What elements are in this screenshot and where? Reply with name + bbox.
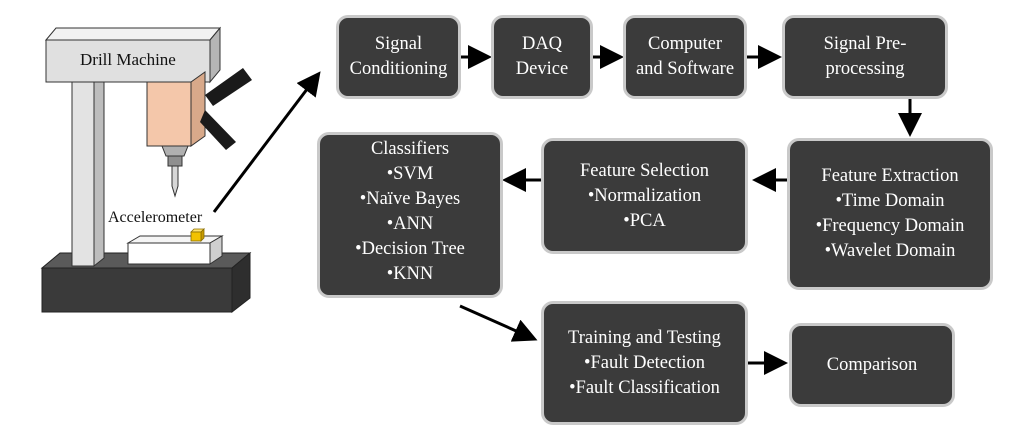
spindle-housing bbox=[146, 71, 206, 147]
signal-preprocessing-box: Signal Pre-processing bbox=[782, 15, 948, 99]
daq-device-title: DAQ bbox=[521, 34, 563, 54]
classifiers-item: •SVM bbox=[386, 164, 434, 184]
signal-conditioning-title: Signal bbox=[374, 34, 423, 54]
drill-handle bbox=[200, 68, 252, 150]
feature-selection-item: •Normalization bbox=[587, 185, 702, 206]
feature-selection-box: Feature Selection •Normalization •PCA bbox=[541, 138, 748, 254]
feature-extraction-title: Feature Extraction bbox=[821, 166, 959, 186]
arrow-classifiers-to-training bbox=[459, 304, 538, 342]
signal-conditioning-item: Conditioning bbox=[349, 59, 448, 79]
feature-selection-item: •PCA bbox=[623, 210, 666, 231]
accelerometer-label: Accelerometer bbox=[108, 209, 203, 226]
arrow-sensor-to-conditioning bbox=[212, 71, 321, 213]
feature-selection-title: Feature Selection bbox=[580, 160, 709, 181]
signal-preprocessing-item: processing bbox=[825, 59, 905, 79]
computer-software-box: Computer and Software bbox=[623, 15, 747, 99]
drill-bit bbox=[161, 145, 189, 198]
comparison-box: Comparison bbox=[789, 323, 955, 407]
classifiers-title: Classifiers bbox=[370, 139, 450, 159]
daq-device-item: Device bbox=[515, 59, 569, 79]
computer-software-item: and Software bbox=[635, 59, 735, 79]
feature-extraction-item: •Wavelet Domain bbox=[824, 241, 956, 261]
training-testing-box: Training and Testing •Fault Detection •Fau… bbox=[541, 301, 748, 425]
daq-device-box: DAQ Device bbox=[491, 15, 593, 99]
classifiers-item: •ANN bbox=[386, 214, 434, 234]
classifiers-box: Classifiers •SVM •Naïve Bayes •ANN •Decision… bbox=[317, 132, 503, 298]
feature-extraction-item: •Time Domain bbox=[835, 191, 945, 211]
workpiece bbox=[126, 235, 224, 265]
classifiers-item: •KNN bbox=[386, 264, 434, 284]
classifiers-item: •Naïve Bayes bbox=[359, 189, 461, 209]
machine-column bbox=[70, 70, 106, 268]
training-testing-item: •Fault Classification bbox=[569, 377, 720, 398]
signal-preprocessing-title: Signal Pre- bbox=[823, 34, 907, 54]
comparison-title: Comparison bbox=[826, 354, 918, 375]
computer-software-title: Computer bbox=[648, 34, 722, 54]
machine-head bbox=[44, 26, 222, 84]
feature-extraction-item: •Frequency Domain bbox=[815, 216, 965, 236]
classifiers-item: •Decision Tree bbox=[355, 239, 465, 259]
training-testing-item: •Fault Detection bbox=[583, 352, 706, 373]
feature-extraction-box: Feature Extraction •Time Domain •Frequency… bbox=[787, 138, 993, 290]
drill-machine-label: Drill Machine bbox=[80, 50, 176, 69]
accelerometer-sensor bbox=[190, 228, 205, 242]
training-testing-title: Training and Testing bbox=[568, 327, 721, 348]
